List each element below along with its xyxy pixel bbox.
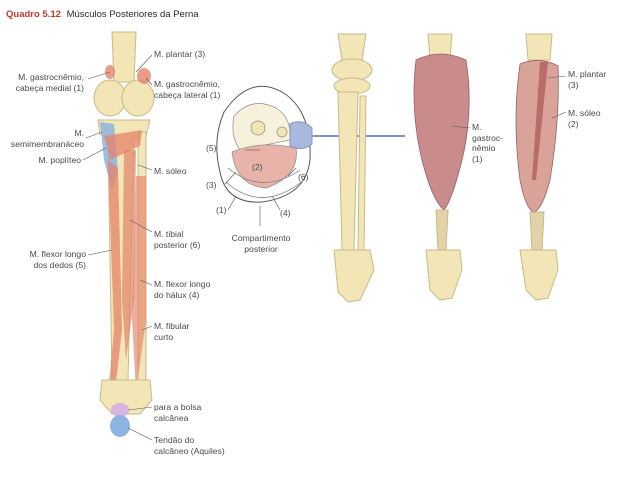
section-number-6: (6) [298,172,309,182]
label-line: Compartimento [231,233,291,243]
arrow-to-section [289,121,405,150]
label-line: do hálux (4) [154,289,200,300]
label-line: (2) [568,118,579,129]
figure-header: Quadro 5.12 Músculos Posteriores da Pern… [6,9,199,20]
label-achilles-tendon: Tendão do calcâneo (Aquiles) [154,435,225,456]
label-line: M. plantar (3) [154,49,206,59]
label-line: calcânea [154,412,189,423]
cross-section-diagram [216,85,311,203]
label-line: Tendão do [154,435,195,445]
label-line: M. poplíteo [38,155,81,165]
label-tibialis-posterior: M. tibial posterior (6) [154,229,200,250]
label-semimembranosus: M. semimembranáceo [6,128,84,149]
label-flexor-hallucis: M. flexor longo do hálux (4) [154,279,210,300]
label-gastrocnemius-lateral: M. gastrocnêmio, cabeça lateral (1) [154,79,220,100]
label-gastrocnemius-medial: M. gastrocnêmio, cabeça medial (1) [6,72,84,93]
label-line: M. fibular [154,321,190,331]
label-line: M. gastrocnêmio, [18,72,84,82]
label-gastrocnemius-mid: M. gastroc- nêmio (1) [472,122,503,164]
leader-lines-deep [82,54,153,441]
label-line: curto [154,331,174,342]
leader-gastro-mid [451,125,471,129]
label-line: M. sóleo [568,108,601,118]
label-line: gastroc- [472,132,504,143]
leader-lines-section [224,149,297,226]
label-soleus-right: M. sóleo (2) [568,108,600,129]
section-number-5: (5) [206,143,217,153]
figure-code: Quadro 5.12 [6,9,61,20]
label-line: M. tibial [154,229,184,239]
label-line: cabeça lateral (1) [154,89,221,100]
label-calcaneal-bursa: para a bolsa calcânea [154,402,201,423]
label-line: posterior (6) [154,239,201,250]
section-number-3: (3) [206,180,217,190]
label-line: calcâneo (Aquiles) [154,445,225,456]
label-line: dos dedos (5) [33,259,86,270]
leader-lines-soleus [547,75,567,119]
label-flexor-digitorum: M. flexor longo dos dedos (5) [6,249,86,270]
section-number-2: (2) [252,162,263,172]
deep-leg-illustration [93,31,155,437]
label-line: M. flexor longo [29,249,86,259]
label-plantaris: M. plantar (3) [154,49,205,60]
gastrocnemius-leg [413,33,470,301]
label-line: (1) [472,153,483,164]
label-line: (3) [568,79,579,90]
label-line: M. gastrocnêmio, [154,79,220,89]
label-line: nêmio [472,143,496,153]
figure-title: Músculos Posteriores da Perna [66,9,199,20]
skeleton-leg [331,33,375,303]
label-line: M. plantar [568,69,607,79]
label-line: M. [74,128,84,138]
label-line: cabeça medial (1) [15,82,84,93]
section-number-4: (4) [280,208,291,218]
label-line: para a bolsa [154,402,202,412]
label-line: M. sóleo [154,166,187,176]
label-posterior-compartment: Compartimento posterior [226,233,296,254]
soleus-leg [515,33,559,301]
label-line: M. flexor longo [154,279,211,289]
label-line: semimembranáceo [10,138,84,149]
label-fibularis-brevis: M. fibular curto [154,321,189,342]
section-number-1: (1) [216,205,227,215]
label-popliteus: M. poplíteo [6,155,81,166]
label-plantaris-right: M. plantar (3) [568,69,606,90]
label-line: M. [472,122,482,132]
label-line: posterior [244,243,278,254]
label-soleus: M. sóleo [154,166,186,177]
